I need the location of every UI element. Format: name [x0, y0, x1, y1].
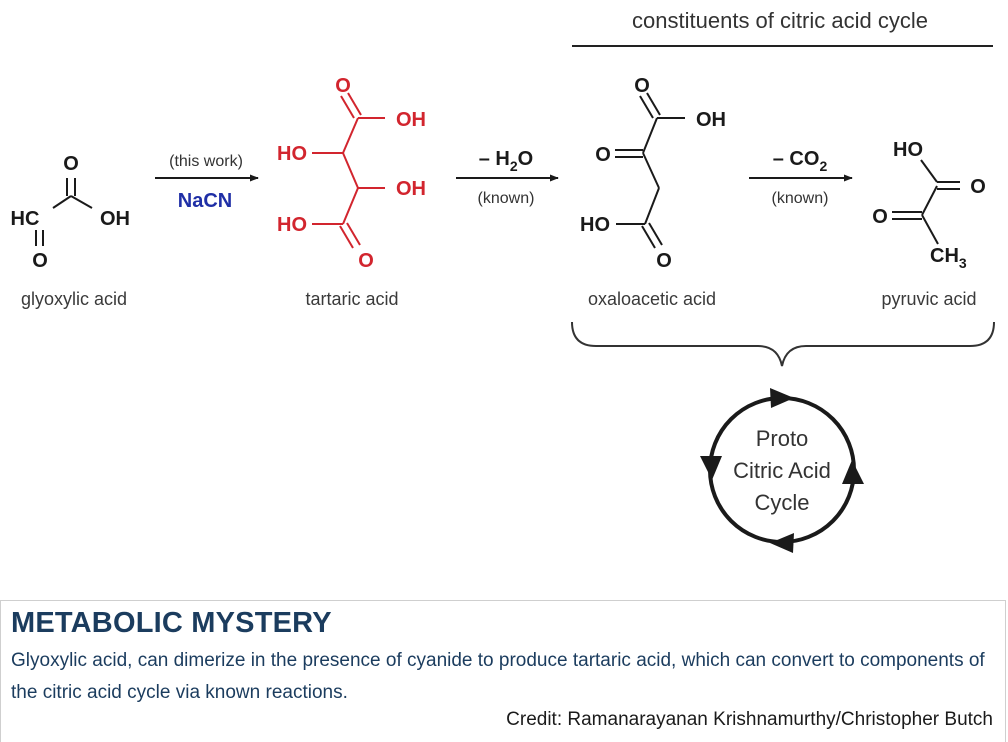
- reagent-label: NaCN: [178, 190, 232, 212]
- header-label: constituents of citric acid cycle: [632, 8, 928, 33]
- atom-o: O: [63, 153, 79, 175]
- caption-body: Glyoxylic acid, can dimerize in the pres…: [11, 650, 985, 703]
- atom-hc: HC: [11, 208, 40, 230]
- atom-o: O: [872, 206, 888, 228]
- reaction-scheme: constituents of citric acid cycle O HC O…: [11, 8, 995, 553]
- oxaloacetic-acid-structure: O OH O HO O: [580, 75, 726, 272]
- atom-oh: OH: [396, 109, 426, 131]
- tartaric-acid-label: tartaric acid: [305, 289, 398, 309]
- cycle-label-line: Cycle: [754, 490, 809, 515]
- atom-oh: OH: [100, 208, 130, 230]
- glyoxylic-acid-label: glyoxylic acid: [21, 289, 127, 309]
- atom-oh: OH: [396, 178, 426, 200]
- arrow-3-note: (known): [772, 190, 829, 207]
- atom-o: O: [970, 176, 986, 198]
- glyoxylic-acid-structure: O HC OH O: [11, 153, 130, 272]
- arrow-2-condition: – H2O: [479, 148, 533, 174]
- grouping-brace: [571, 321, 995, 367]
- atom-o: O: [656, 250, 672, 272]
- tartaric-acid-structure: O OH HO OH HO O: [277, 75, 426, 272]
- atom-ho: HO: [580, 214, 610, 236]
- cycle-arrowhead: [770, 388, 794, 408]
- caption-title: METABOLIC MYSTERY: [11, 607, 332, 639]
- cycle-arrowhead: [842, 460, 864, 484]
- arrow-1-condition: (this work): [169, 153, 243, 170]
- oxaloacetic-acid-label: oxaloacetic acid: [588, 289, 716, 309]
- atom-o: O: [634, 75, 650, 97]
- arrow-3-condition: – CO2: [773, 148, 828, 174]
- atom-o: O: [358, 250, 374, 272]
- cycle-label-line: Citric Acid: [733, 458, 831, 483]
- atom-o: O: [335, 75, 351, 97]
- atom-o: O: [32, 250, 48, 272]
- proto-cycle: Proto Citric Acid Cycle: [700, 388, 864, 553]
- arrow-2-note: (known): [478, 190, 535, 207]
- atom-o: O: [595, 144, 611, 166]
- pyruvic-acid-label: pyruvic acid: [881, 289, 976, 309]
- atom-oh: OH: [696, 109, 726, 131]
- cycle-arrowhead: [700, 456, 722, 480]
- atom-ho: HO: [277, 214, 307, 236]
- pyruvic-acid-structure: HO O O CH3: [872, 139, 986, 271]
- caption-panel: METABOLIC MYSTERY Glyoxylic acid, can di…: [0, 600, 1006, 742]
- atom-ho: HO: [277, 143, 307, 165]
- atom-ho: HO: [893, 139, 923, 161]
- caption-credit: Credit: Ramanarayanan Krishnamurthy/Chri…: [506, 709, 993, 730]
- cycle-label-line: Proto: [756, 426, 809, 451]
- cycle-arrowhead: [770, 533, 794, 553]
- atom-ch3: CH3: [930, 245, 967, 271]
